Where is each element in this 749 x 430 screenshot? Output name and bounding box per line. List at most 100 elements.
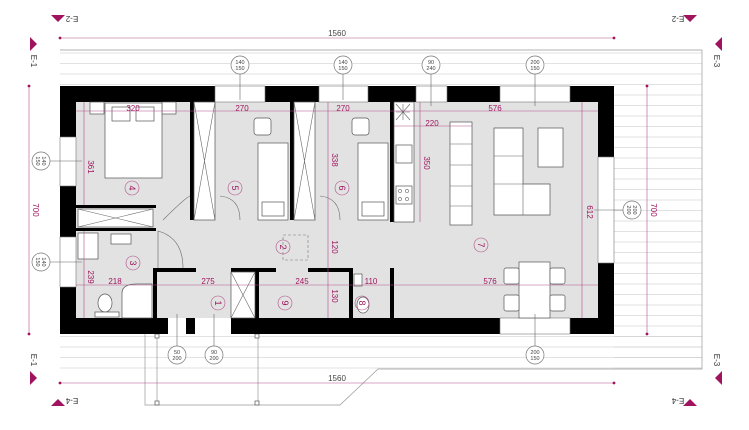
- dim-wc-width: 110: [365, 277, 378, 286]
- room-7-label: 7: [473, 237, 489, 253]
- dim-hall-depth: 120: [330, 240, 339, 254]
- svg-text:2: 2: [278, 244, 288, 249]
- svg-text:1: 1: [213, 300, 223, 305]
- svg-text:4: 4: [127, 185, 137, 190]
- elevation-marker-e3-bottom: E-3: [712, 354, 722, 385]
- coffee-table: [537, 127, 564, 168]
- room-2-label: 2: [275, 239, 291, 255]
- exterior-walls: [60, 86, 614, 334]
- bathtub-shower: [121, 283, 153, 319]
- svg-text:150: 150: [530, 356, 539, 362]
- terrace: [60, 49, 703, 406]
- dim-right-overall: 700: [649, 203, 658, 217]
- room-4-label: 4: [124, 180, 140, 196]
- dining-table: [518, 261, 551, 319]
- elevation-marker-e2-left: E-2: [51, 14, 78, 23]
- svg-text:E-1: E-1: [29, 55, 38, 68]
- svg-text:E-2: E-2: [65, 14, 78, 23]
- shower: [77, 232, 99, 260]
- svg-text:8: 8: [357, 300, 367, 305]
- elevation-marker-e4-left: E-4: [51, 396, 78, 406]
- dim-kitchen-depth: 350: [422, 156, 431, 170]
- svg-text:140: 140: [235, 60, 244, 66]
- svg-text:E-2: E-2: [671, 14, 684, 23]
- svg-text:6: 6: [337, 185, 347, 190]
- dim-bath-width: 218: [108, 277, 122, 286]
- elevation-marker-e1-top: E-1: [29, 37, 38, 68]
- svg-text:150: 150: [530, 66, 539, 72]
- dim-left-overall: 700: [31, 203, 40, 217]
- svg-text:E-3: E-3: [712, 55, 721, 68]
- svg-text:200: 200: [631, 205, 637, 214]
- dim-room6-width: 270: [336, 104, 350, 113]
- dim-room9-width: 245: [295, 277, 309, 286]
- dim-bottom-overall: 1560: [328, 374, 346, 383]
- svg-text:E-4: E-4: [671, 396, 684, 405]
- svg-text:5: 5: [230, 185, 240, 190]
- room-dimensions: 320 270 270 576 220 350 361 338 612 120 …: [76, 102, 598, 318]
- svg-text:E-1: E-1: [29, 354, 38, 367]
- dim-entry-width: 275: [201, 277, 215, 286]
- svg-text:140: 140: [40, 156, 46, 165]
- svg-text:150: 150: [235, 66, 244, 72]
- dim-kitchen-width: 220: [425, 119, 439, 128]
- svg-text:E-4: E-4: [65, 396, 78, 405]
- dim-living-width-top: 576: [488, 104, 502, 113]
- svg-text:150: 150: [34, 156, 40, 165]
- sofa: [493, 127, 551, 216]
- overall-dimensions: 1560 1560 700 700: [27, 29, 658, 385]
- svg-text:200: 200: [530, 350, 539, 356]
- kitchen-island: [449, 121, 473, 226]
- chair: [351, 117, 370, 136]
- svg-text:200: 200: [209, 356, 218, 362]
- room-3-label: 3: [125, 255, 141, 271]
- doors: [157, 195, 341, 269]
- dim-bath-depth: 239: [86, 270, 95, 284]
- dim-top-overall: 1560: [328, 29, 346, 38]
- interior-walls: [76, 102, 394, 318]
- elevation-marker-e3-top: E-3: [712, 37, 722, 68]
- washbasin: [110, 233, 132, 245]
- svg-text:150: 150: [338, 66, 347, 72]
- dim-bedroom-width: 320: [126, 104, 140, 113]
- room-8-label: 8: [354, 295, 370, 311]
- svg-text:200: 200: [172, 356, 181, 362]
- dim-bedroom-depth: 361: [86, 160, 95, 174]
- elevation-marker-e4-right: E-4: [671, 396, 697, 406]
- dim-living-width-bottom: 576: [483, 277, 497, 286]
- svg-text:90: 90: [211, 350, 217, 356]
- stove: [395, 185, 413, 205]
- room-5-label: 5: [227, 180, 243, 196]
- svg-text:200: 200: [625, 205, 631, 214]
- dim-room5-width: 270: [235, 104, 249, 113]
- svg-text:140: 140: [338, 60, 347, 66]
- furniture: [77, 101, 566, 319]
- svg-text:3: 3: [128, 260, 138, 265]
- svg-text:150: 150: [34, 257, 40, 266]
- elevation-marker-e2-right: E-2: [671, 14, 697, 23]
- toilet: [97, 293, 113, 313]
- dim-room6-depth: 338: [330, 153, 339, 167]
- chair: [253, 117, 272, 136]
- svg-text:7: 7: [476, 242, 486, 247]
- svg-text:9: 9: [280, 300, 290, 305]
- svg-text:200: 200: [530, 60, 539, 66]
- elevation-marker-e1-bottom: E-1: [29, 354, 38, 385]
- sink: [395, 144, 413, 164]
- attic-hatch: [282, 234, 309, 261]
- room-6-label: 6: [334, 180, 350, 196]
- dim-room9-depth: 130: [330, 289, 339, 303]
- svg-text:240: 240: [426, 66, 435, 72]
